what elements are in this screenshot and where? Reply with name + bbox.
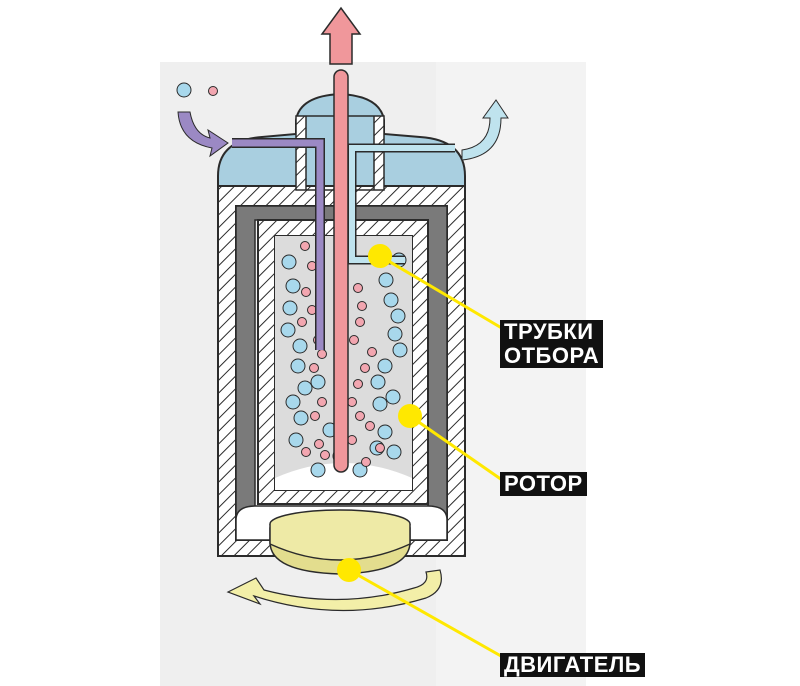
particle-light (377, 358, 393, 374)
particle-heavy (375, 443, 385, 453)
particle-light (310, 374, 326, 390)
particle-heavy (357, 301, 367, 311)
label-collection-tubes-line2: ОТБОРА (504, 343, 600, 368)
label-motor-text: ДВИГАТЕЛЬ (504, 652, 642, 677)
particle-heavy (317, 397, 327, 407)
particle-light (281, 254, 297, 270)
label-motor: ДВИГАТЕЛЬ (500, 652, 646, 677)
particle-light (378, 272, 394, 288)
particle-light (290, 358, 306, 374)
callout-line-tubes (379, 254, 506, 332)
rotation-arrow-icon (226, 569, 442, 612)
label-collection-tubes: ТРУБКИ ОТБОРА (500, 320, 604, 368)
particle-heavy (297, 317, 307, 327)
particle-light (310, 462, 326, 478)
label-rotor: РОТОР (500, 472, 587, 496)
particles (280, 241, 408, 478)
particle-heavy (300, 241, 310, 251)
particle-light (386, 444, 402, 460)
particle-heavy (317, 349, 327, 359)
particle-heavy (365, 421, 375, 431)
callout-dot-rotor (398, 404, 422, 428)
particle-light (383, 292, 399, 308)
particle-light (288, 432, 304, 448)
particle-heavy (349, 335, 359, 345)
particle-heavy (320, 450, 330, 460)
particle-heavy (353, 283, 363, 293)
label-rotor-text: РОТОР (504, 471, 583, 496)
particle-light (297, 380, 313, 396)
particle-light (392, 342, 408, 358)
particle-light (293, 410, 309, 426)
particle-heavy (347, 397, 357, 407)
particle-heavy (347, 435, 357, 445)
particle-light (285, 394, 301, 410)
particle-heavy (353, 379, 363, 389)
particle-heavy (361, 457, 371, 467)
particle-heavy (367, 347, 377, 357)
particle-heavy (355, 411, 365, 421)
particle-light (390, 308, 406, 324)
particle-light (292, 338, 308, 354)
particle-light (280, 322, 296, 338)
output-arrow-right-icon (461, 99, 509, 161)
particle-light (377, 424, 393, 440)
callout-dot-tubes (368, 244, 392, 268)
particle-light (352, 462, 368, 478)
particle-heavy (301, 447, 311, 457)
callout-line-rotor (409, 414, 506, 484)
particle-light (387, 326, 403, 342)
particle-heavy (301, 287, 311, 297)
particle-heavy (310, 411, 320, 421)
callout-line-motor (348, 568, 509, 662)
particle-heavy (360, 363, 370, 373)
particle-light (385, 389, 401, 405)
input-particle-heavy (208, 86, 218, 96)
particle-heavy (355, 317, 365, 327)
particle-light (282, 300, 298, 316)
neck (295, 115, 385, 191)
particle-heavy (309, 363, 319, 373)
rotor-sediment (275, 463, 412, 490)
outlet-tube-heavy (333, 69, 349, 473)
particle-light (285, 278, 301, 294)
input-arrow-icon (177, 111, 229, 158)
particle-heavy (314, 439, 324, 449)
particle-light (372, 396, 388, 412)
callout-dot-motor (337, 558, 361, 582)
input-particle-light (176, 82, 192, 98)
label-collection-tubes-line1: ТРУБКИ (504, 320, 600, 344)
output-arrow-up-icon (320, 6, 362, 65)
particle-light (370, 374, 386, 390)
